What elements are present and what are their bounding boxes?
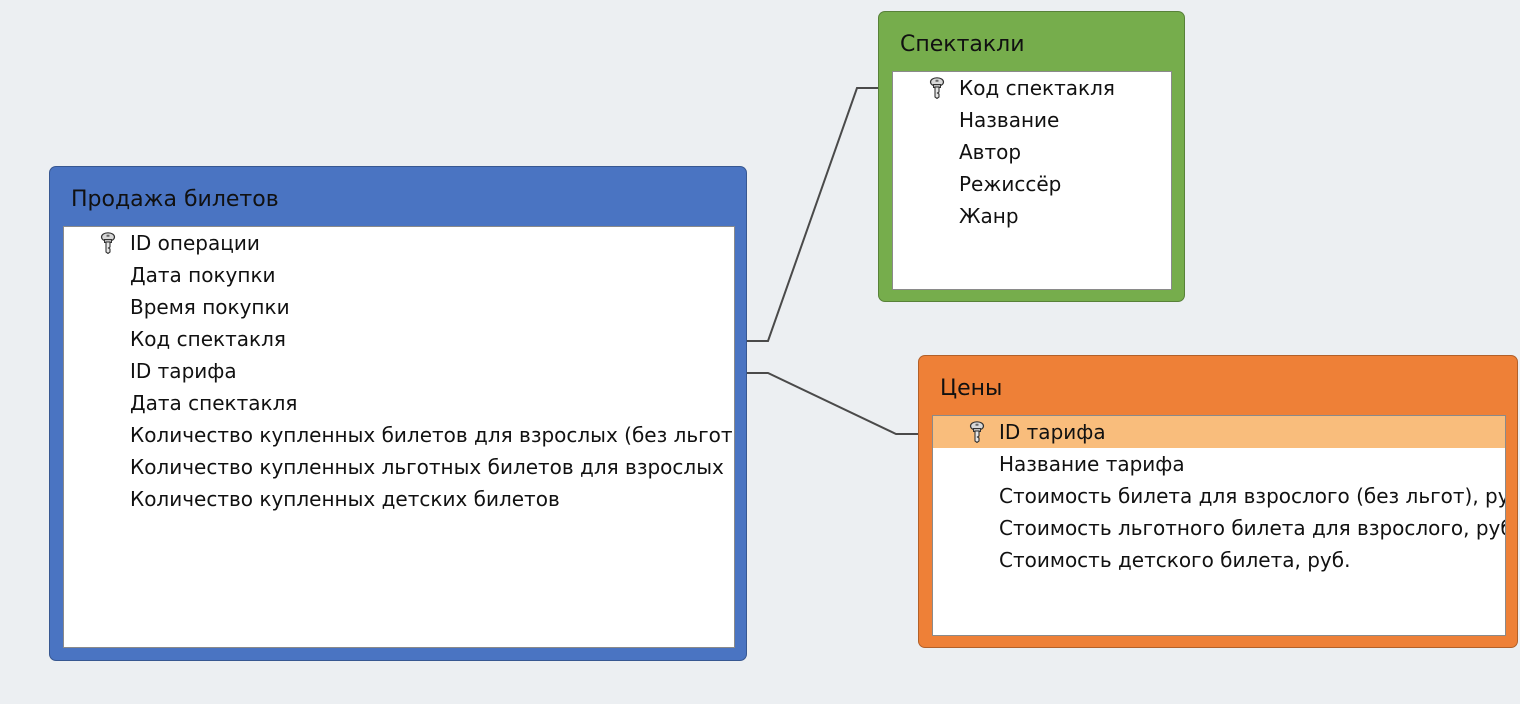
field-row[interactable]: ID тарифа [933, 416, 1505, 448]
field-label: Стоимость льготного билета для взрослого… [999, 516, 1506, 540]
field-row[interactable]: Количество купленных льготных билетов дл… [64, 451, 734, 483]
field-label: Количество купленных билетов для взрослы… [130, 423, 735, 447]
field-row[interactable]: Стоимость билета для взрослого (без льго… [933, 480, 1505, 512]
field-row[interactable]: Жанр [893, 200, 1171, 232]
field-row[interactable]: Название тарифа [933, 448, 1505, 480]
table-title-sales: Продажа билетов [71, 187, 279, 212]
field-row[interactable]: Код спектакля [893, 72, 1171, 104]
table-title-plays: Спектакли [900, 32, 1025, 57]
field-label: Дата спектакля [130, 391, 298, 415]
field-label: Код спектакля [130, 327, 286, 351]
field-row[interactable]: Стоимость детского билета, руб. [933, 544, 1505, 576]
field-label: Название [959, 108, 1060, 132]
field-label: Время покупки [130, 295, 290, 319]
field-label: ID тарифа [999, 420, 1106, 444]
table-title-prices: Цены [940, 376, 1003, 401]
field-row[interactable]: ID тарифа [64, 355, 734, 387]
field-row[interactable]: Время покупки [64, 291, 734, 323]
primary-key-icon [969, 420, 985, 444]
field-row[interactable]: Количество купленных детских билетов [64, 483, 734, 515]
relationship-line-prices[interactable] [746, 372, 919, 435]
field-label: Автор [959, 140, 1022, 164]
field-label: ID тарифа [130, 359, 237, 383]
field-label: Стоимость билета для взрослого (без льго… [999, 484, 1506, 508]
field-row[interactable]: ID операции [64, 227, 734, 259]
field-row[interactable]: Автор [893, 136, 1171, 168]
field-label: Дата покупки [130, 263, 276, 287]
field-label: Количество купленных детских билетов [130, 487, 560, 511]
field-label: Стоимость детского билета, руб. [999, 548, 1351, 572]
relationship-line-plays[interactable] [746, 87, 879, 342]
field-label: Код спектакля [959, 76, 1115, 100]
field-row[interactable]: Дата покупки [64, 259, 734, 291]
field-label: Количество купленных льготных билетов дл… [130, 455, 724, 479]
primary-key-icon [929, 76, 945, 100]
primary-key-icon [100, 231, 116, 255]
field-row[interactable]: Дата спектакля [64, 387, 734, 419]
field-label: Название тарифа [999, 452, 1185, 476]
field-row[interactable]: Количество купленных билетов для взрослы… [64, 419, 734, 451]
field-label: ID операции [130, 231, 260, 255]
field-label: Режиссёр [959, 172, 1062, 196]
field-row[interactable]: Режиссёр [893, 168, 1171, 200]
field-row[interactable]: Стоимость льготного билета для взрослого… [933, 512, 1505, 544]
field-row[interactable]: Код спектакля [64, 323, 734, 355]
field-row[interactable]: Название [893, 104, 1171, 136]
field-label: Жанр [959, 204, 1019, 228]
